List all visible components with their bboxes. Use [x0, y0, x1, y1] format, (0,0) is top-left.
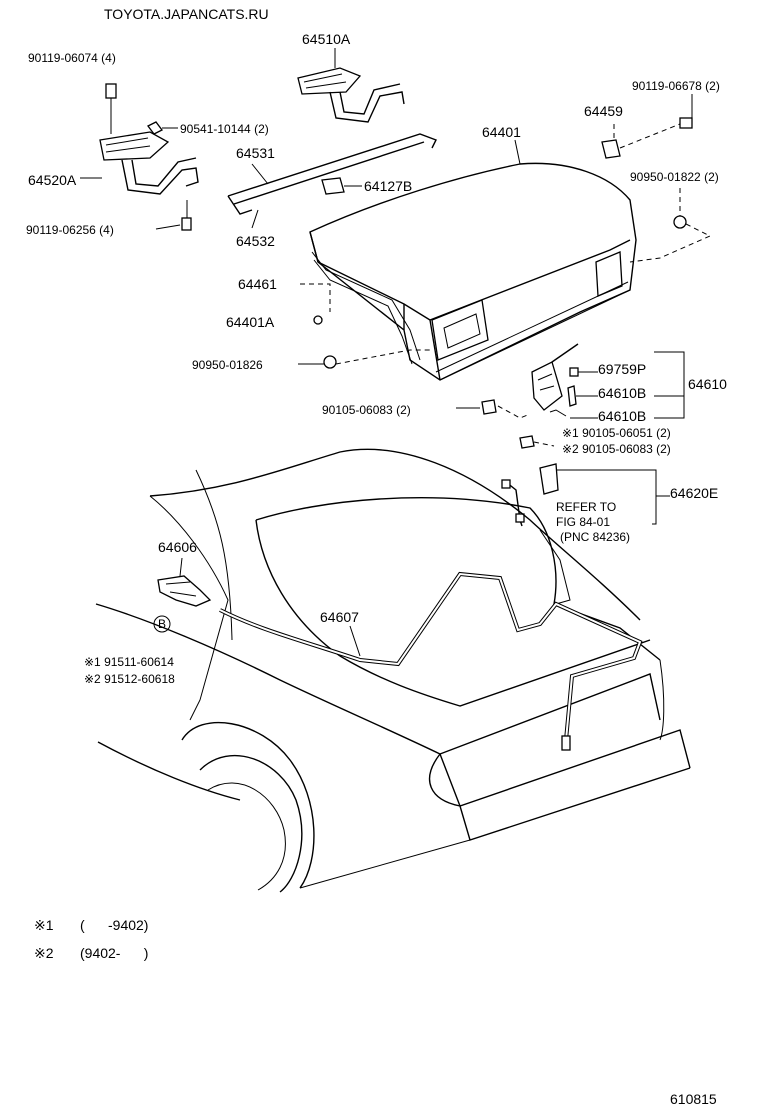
label-64610B-upper: 64610B	[598, 385, 646, 401]
plug-90950-01826	[323, 355, 337, 369]
watermark: TOYOTA.JAPANCATS.RU	[104, 6, 269, 22]
label-90119-06256: 90119-06256 (4)	[26, 223, 114, 237]
release-cable-64607	[219, 571, 643, 751]
legend-range-2: (9402- )	[80, 945, 148, 961]
label-90105-06083: 90105-06083 (2)	[322, 403, 411, 417]
plug-90950-01822	[673, 215, 687, 229]
label-64607: 64607	[320, 609, 359, 625]
label-64459: 64459	[584, 103, 623, 119]
figure-number: 610815	[670, 1091, 717, 1107]
legend-range-1: ( -9402)	[80, 917, 148, 933]
hinge-64510A	[297, 48, 405, 123]
label-64620E: 64620E	[670, 485, 718, 501]
opener-lever-64606: B	[153, 557, 212, 633]
label-91511-60614: ※1 91511-60614	[84, 655, 174, 669]
label-90950-01822: 90950-01822 (2)	[630, 170, 719, 184]
label-69759P: 69759P	[598, 361, 646, 377]
refer-text-line1: REFER TO	[556, 500, 616, 514]
cushion-64127B	[321, 177, 345, 195]
bolt-90119-06678	[679, 117, 693, 129]
legend-mark-1: ※1	[34, 917, 54, 933]
label-64610B-lower: 64610B	[598, 408, 646, 424]
circle-b-mark: B	[158, 617, 166, 631]
label-90541-10144: 90541-10144 (2)	[180, 122, 269, 136]
label-64401: 64401	[482, 124, 521, 140]
label-64531: 64531	[236, 145, 275, 161]
label-64610: 64610	[688, 376, 727, 392]
label-90119-06074: 90119-06074 (4)	[28, 51, 116, 65]
hinge-64520A	[80, 83, 199, 231]
label-64510A: 64510A	[302, 31, 351, 47]
torsion-bars	[227, 133, 437, 229]
label-64401A: 64401A	[226, 314, 275, 330]
label-90105-06083-v2: ※2 90105-06083 (2)	[562, 442, 671, 456]
label-91512-60618: ※2 91512-60618	[84, 672, 175, 686]
label-64127B: 64127B	[364, 178, 412, 194]
label-64532: 64532	[236, 233, 275, 249]
label-90119-06678: 90119-06678 (2)	[632, 79, 720, 93]
label-64606: 64606	[158, 539, 197, 555]
lock-assembly-64610	[531, 343, 685, 419]
label-90105-06051: ※1 90105-06051 (2)	[562, 426, 671, 440]
refer-text-line3: (PNC 84236)	[560, 530, 630, 544]
label-64520A: 64520A	[28, 172, 77, 188]
bolt-90105-06083	[481, 399, 497, 415]
striker-64620E	[501, 435, 670, 527]
refer-text-line2: FIG 84-01	[556, 515, 610, 529]
car-body-outline	[95, 448, 691, 893]
label-64461: 64461	[238, 276, 277, 292]
stopper-64459	[601, 139, 621, 159]
label-90950-01826: 90950-01826	[192, 358, 263, 372]
legend-mark-2: ※2	[34, 945, 54, 961]
plug-64401A	[313, 315, 323, 325]
trunk-lid-64401	[309, 139, 637, 381]
